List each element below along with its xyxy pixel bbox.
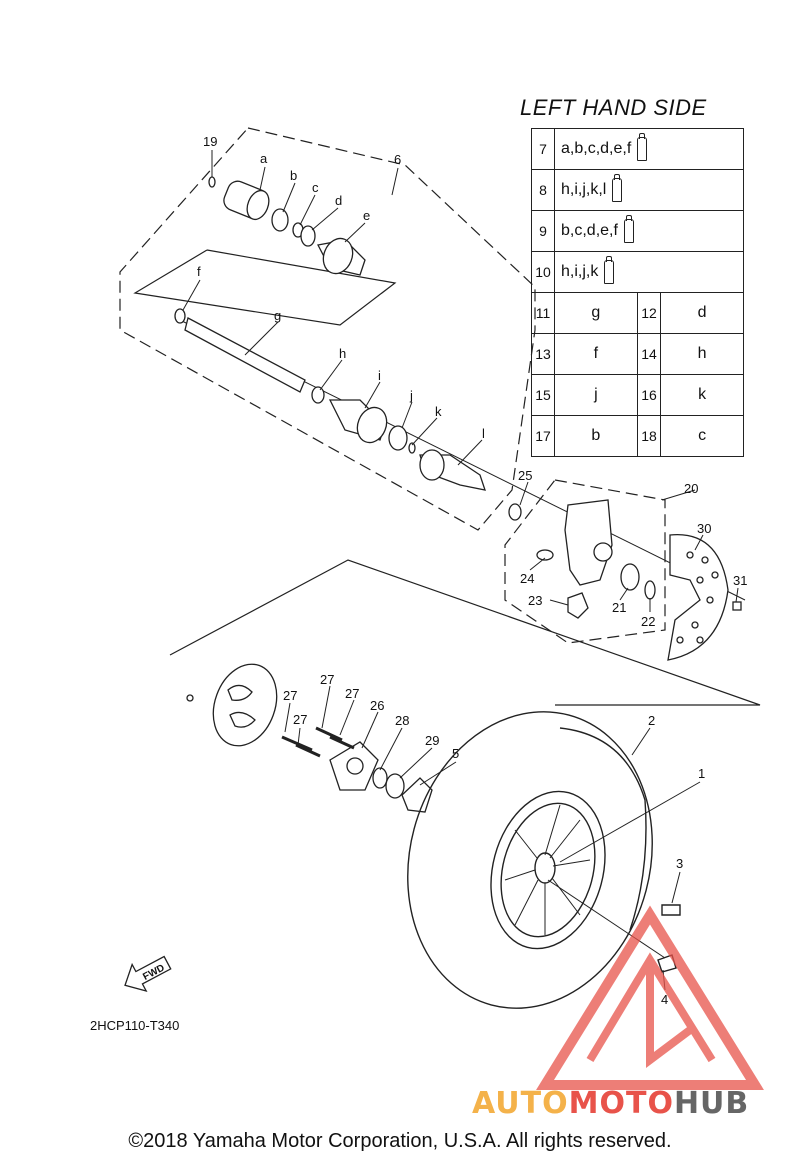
callout-f: f [197,264,201,279]
callout-21: 21 [612,600,626,615]
grease-tube-icon [612,174,623,202]
row-number: 11 [531,292,555,334]
callout-b: b [290,168,297,183]
callout-29: 29 [425,733,439,748]
row-number: 15 [531,374,555,416]
watermark-part-3: HUB [673,1086,750,1121]
callout-27-d: 27 [293,712,307,727]
callout-c: c [312,180,319,195]
row-value: b,c,d,e,f [554,210,744,252]
callout-27-c: 27 [345,686,359,701]
watermark-part-2: MOTO [568,1086,674,1121]
row-number: 12 [636,292,662,334]
fwd-arrow-icon: FWD [124,955,172,992]
grease-tube-icon [604,256,615,284]
row-value: h,i,j,k [554,251,744,293]
row-number: 14 [636,333,662,375]
callout-k: k [435,404,442,419]
row-number: 16 [636,374,662,416]
callout-27-a: 27 [283,688,297,703]
row-value-text: h,i,j,k [561,263,599,281]
callout-23: 23 [528,593,542,608]
row-number: 10 [531,251,555,293]
row-number: 7 [531,128,555,170]
callout-g: g [274,308,281,323]
callout-19: 19 [203,134,217,149]
copyright-notice: ©2018 Yamaha Motor Corporation, U.S.A. A… [128,1130,672,1152]
callout-2: 2 [648,713,655,728]
row-value: h [660,333,744,375]
callout-30: 30 [697,521,711,536]
drive-shaft-parts [174,176,522,521]
table-row: 9 b,c,d,e,f [531,210,744,252]
watermark-logo-icon [536,905,764,1090]
row-value-text: h,i,j,k,l [561,181,607,199]
callout-26: 26 [370,698,384,713]
callout-l: l [482,426,485,441]
row-value: f [554,333,638,375]
row-value: a,b,c,d,e,f [554,128,744,170]
fwd-label: FWD [141,963,166,983]
row-value: h,i,j,k,l [554,169,744,211]
row-number: 17 [531,415,555,457]
callout-24: 24 [520,571,534,586]
callout-27-b: 27 [320,672,334,687]
lubrication-key-table: 7 a,b,c,d,e,f 8 h,i,j,k,l 9 b,c,d,e,f 10 h,i,j,… [531,128,744,457]
row-number: 9 [531,210,555,252]
callout-labels: 19 a b c d e 6 f g h i j k l 25 20 30 31… [197,134,747,1007]
row-number: 8 [531,169,555,211]
row-value: g [554,292,638,334]
diagram-code: 2HCP110-T340 [90,1018,180,1033]
group-outline [119,127,666,644]
grease-tube-icon [637,133,648,161]
row-value: k [660,374,744,416]
callout-28: 28 [395,713,409,728]
callout-e: e [363,208,370,223]
callout-31: 31 [733,573,747,588]
row-number: 18 [636,415,662,457]
table-row: 7 a,b,c,d,e,f [531,128,744,170]
table-title: LEFT HAND SIDE [520,95,707,120]
row-value: b [554,415,638,457]
grease-tube-icon [623,215,634,243]
callout-25: 25 [518,468,532,483]
watermark-part-1: AUTO [472,1086,569,1121]
row-number: 13 [531,333,555,375]
row-value: d [660,292,744,334]
callout-h: h [339,346,346,361]
callout-j: j [409,388,413,403]
table-row: 8 h,i,j,k,l [531,169,744,211]
knuckle-parts [536,499,742,661]
callout-i: i [378,368,381,383]
leader-lines [182,150,739,991]
hub-parts [186,663,433,813]
table-row: 10 h,i,j,k [531,251,744,293]
row-value: c [660,415,744,457]
callout-6: 6 [394,152,401,167]
watermark-text: AUTOMOTOHUB [472,1086,749,1121]
row-value-text: b,c,d,e,f [561,222,618,240]
callout-22: 22 [641,614,655,629]
row-value: j [554,374,638,416]
callout-5: 5 [452,746,459,761]
callout-4: 4 [661,992,668,1007]
callout-20: 20 [684,481,698,496]
callout-a: a [260,151,268,166]
callout-d: d [335,193,342,208]
row-value-text: a,b,c,d,e,f [561,140,632,158]
callout-3: 3 [676,856,683,871]
callout-1: 1 [698,766,705,781]
